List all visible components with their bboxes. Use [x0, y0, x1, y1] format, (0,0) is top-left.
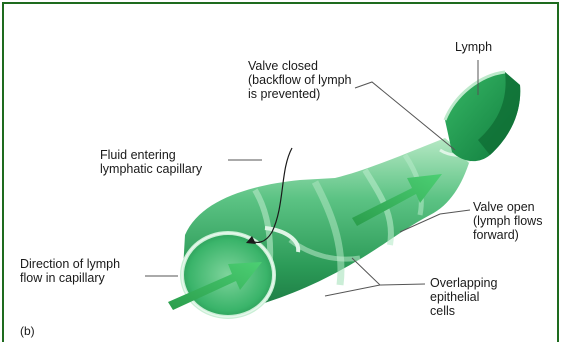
leader-overlapping — [352, 258, 425, 285]
panel-label: (b) — [20, 324, 35, 338]
leader-valve-closed — [355, 82, 455, 150]
leader-overlapping-2 — [325, 285, 380, 296]
direction-label: Direction of lymph flow in capillary — [20, 257, 120, 285]
fluid-entering-label: Fluid entering lymphatic capillary — [100, 148, 202, 176]
valve-open-label: Valve open (lymph flows forward) — [473, 200, 542, 242]
lymph-label: Lymph — [455, 40, 492, 54]
valve-closed-label: Valve closed (backflow of lymph is preve… — [248, 59, 352, 101]
overlapping-label: Overlapping epithelial cells — [430, 276, 497, 318]
